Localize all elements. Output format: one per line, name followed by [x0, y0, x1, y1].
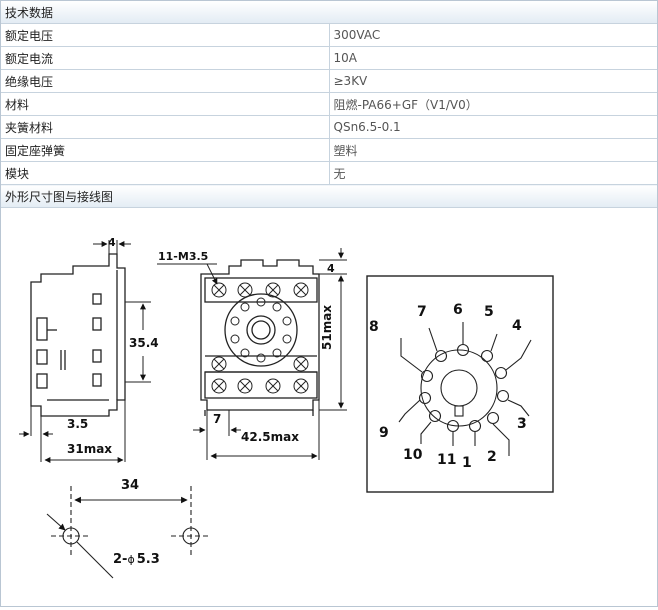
pin-diagram [398, 322, 532, 456]
front-dim-height: 51max [320, 305, 334, 350]
spec-row: 固定座弹簧 塑料 [1, 138, 657, 162]
spec-value: 300VAC [329, 23, 657, 47]
front-dim-left: 7 [213, 412, 221, 426]
pin-label-6: 6 [453, 302, 463, 318]
mount-holes [46, 486, 211, 579]
pin-labels: 1 2 3 4 5 6 7 8 9 10 11 [369, 302, 527, 471]
side-dim-top: 4 [108, 236, 116, 249]
pin-label-11: 11 [437, 452, 456, 468]
pin-label-2: 2 [487, 449, 497, 465]
spec-row: 绝缘电压 ≥3KV [1, 69, 657, 93]
mount-dim-hole-size: 5.3 [137, 552, 160, 567]
spec-value: 无 [329, 161, 657, 185]
pin-label-7: 7 [417, 304, 427, 320]
spec-value: 塑料 [329, 138, 657, 162]
spec-label: 额定电压 [1, 23, 330, 47]
side-dim-small: 3.5 [67, 417, 88, 431]
spec-table: 技术数据 额定电压 300VAC 额定电流 10A 绝缘电压 ≥3KV 材料 阻… [1, 1, 657, 208]
spec-label: 额定电流 [1, 46, 330, 70]
spec-value: ≥3KV [329, 69, 657, 93]
side-view [30, 253, 126, 417]
pin-label-9: 9 [379, 425, 389, 441]
spec-title: 技术数据 [1, 1, 657, 24]
side-dim-width: 31max [67, 442, 112, 456]
drawing-svg: 4 35.4 3.5 31max [19, 236, 554, 579]
front-screw-terminals [211, 282, 309, 394]
side-dim-lines [19, 240, 151, 463]
front-dim-screw: 11-M3.5 [158, 250, 208, 263]
drawing-header-row: 外形尺寸图与接线图 [1, 184, 657, 208]
spec-row: 额定电压 300VAC [1, 23, 657, 47]
spec-label: 绝缘电压 [1, 69, 330, 93]
spec-row: 模块 无 [1, 161, 657, 185]
pin-label-1: 1 [462, 455, 472, 471]
spec-label: 材料 [1, 92, 330, 116]
pin-label-3: 3 [517, 416, 527, 432]
spec-value: 阻燃-PA66+GF（V1/V0） [329, 92, 657, 116]
mount-dim-spacing: 34 [121, 478, 139, 493]
spec-label: 固定座弹簧 [1, 138, 330, 162]
spec-value: 10A [329, 46, 657, 70]
mount-dim-hole-count: 2- [113, 552, 127, 567]
spec-value: QSn6.5-0.1 [329, 115, 657, 139]
pin-label-4: 4 [512, 318, 522, 334]
spec-row: 材料 阻燃-PA66+GF（V1/V0） [1, 92, 657, 116]
spec-label: 夹簧材料 [1, 115, 330, 139]
pin-diagram-frame [366, 275, 554, 493]
spec-header-row: 技术数据 [1, 1, 657, 24]
pin-label-8: 8 [369, 319, 379, 335]
dimension-drawing: 4 35.4 3.5 31max [1, 210, 657, 606]
front-dim-top: 4 [327, 262, 335, 275]
pin-label-5: 5 [484, 304, 494, 320]
front-dim-lines [157, 248, 347, 460]
front-view [200, 259, 320, 416]
pin-label-10: 10 [403, 447, 423, 463]
phi-symbol: ϕ [127, 553, 134, 566]
spec-row: 夹簧材料 QSn6.5-0.1 [1, 115, 657, 139]
spec-row: 额定电流 10A [1, 46, 657, 70]
front-dim-width: 42.5max [241, 430, 299, 444]
spec-label: 模块 [1, 161, 330, 185]
side-dim-height: 35.4 [129, 336, 159, 350]
drawing-title: 外形尺寸图与接线图 [1, 184, 657, 208]
